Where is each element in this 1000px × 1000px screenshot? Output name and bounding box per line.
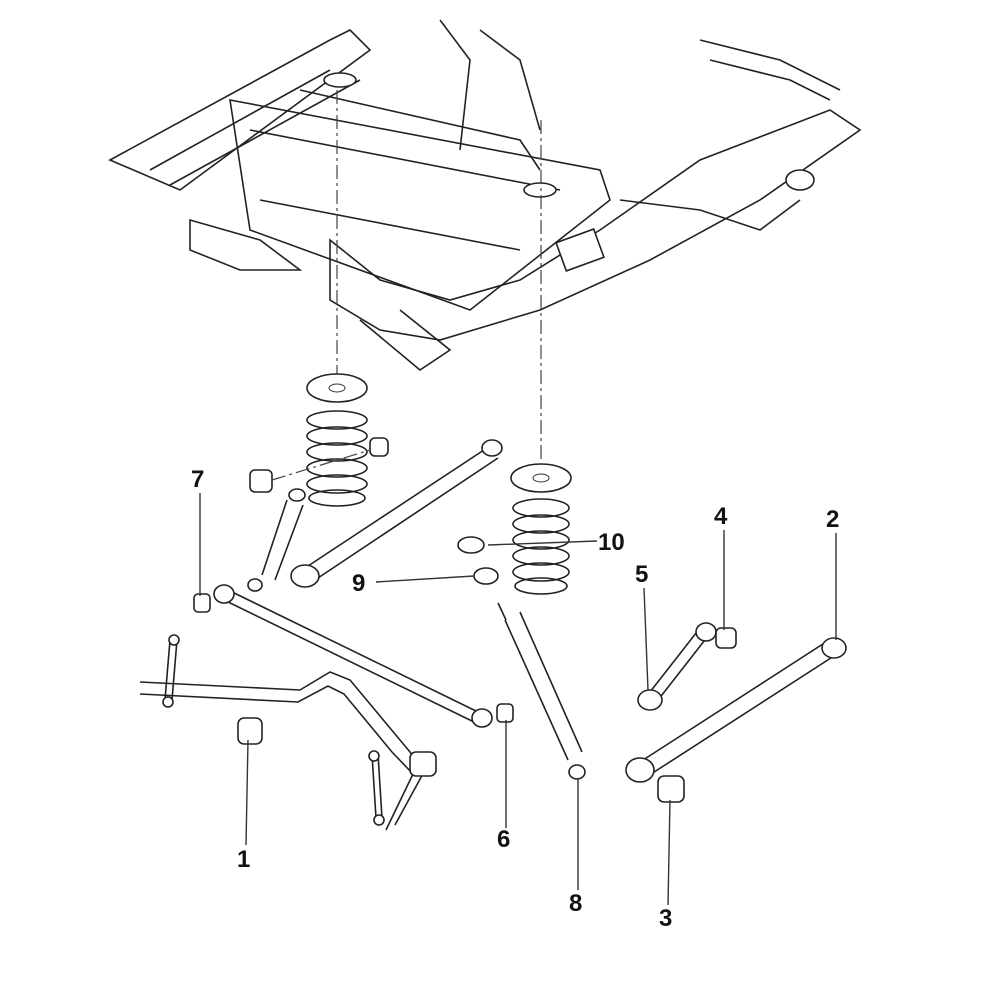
callout-4: 4 [714,503,728,530]
panhard-rod [193,584,514,728]
spring-seat-9 [473,567,499,585]
bushing-7 [193,593,211,613]
bushing-left-a [249,469,273,493]
right-coil-spring [510,463,572,595]
left-shock-absorber [247,488,306,592]
callout-7: 7 [191,466,205,493]
bushing-3 [657,775,685,803]
vehicle-frame [108,19,862,371]
bushing-6 [496,703,514,723]
callout-6: 6 [497,826,511,853]
callout-1: 1 [237,846,251,873]
bushing-left-b [369,437,389,457]
callout-9: 9 [352,570,366,597]
callout-8: 8 [569,890,583,917]
callout-10: 10 [598,529,625,556]
left-coil-spring [306,373,368,507]
right-shock-absorber [497,602,586,780]
leader-lines [199,493,837,906]
callout-5: 5 [635,561,649,588]
stabilizer-bushing-1 [237,717,263,745]
callout-3: 3 [659,905,673,932]
callout-2: 2 [826,506,840,533]
trailing-arm-upper [290,439,503,588]
upper-control-arm [637,622,737,711]
stabilizer-bar [139,634,437,831]
spring-insulator-10 [457,536,485,554]
lower-trailing-arm [625,637,847,803]
bushing-4 [715,627,737,649]
